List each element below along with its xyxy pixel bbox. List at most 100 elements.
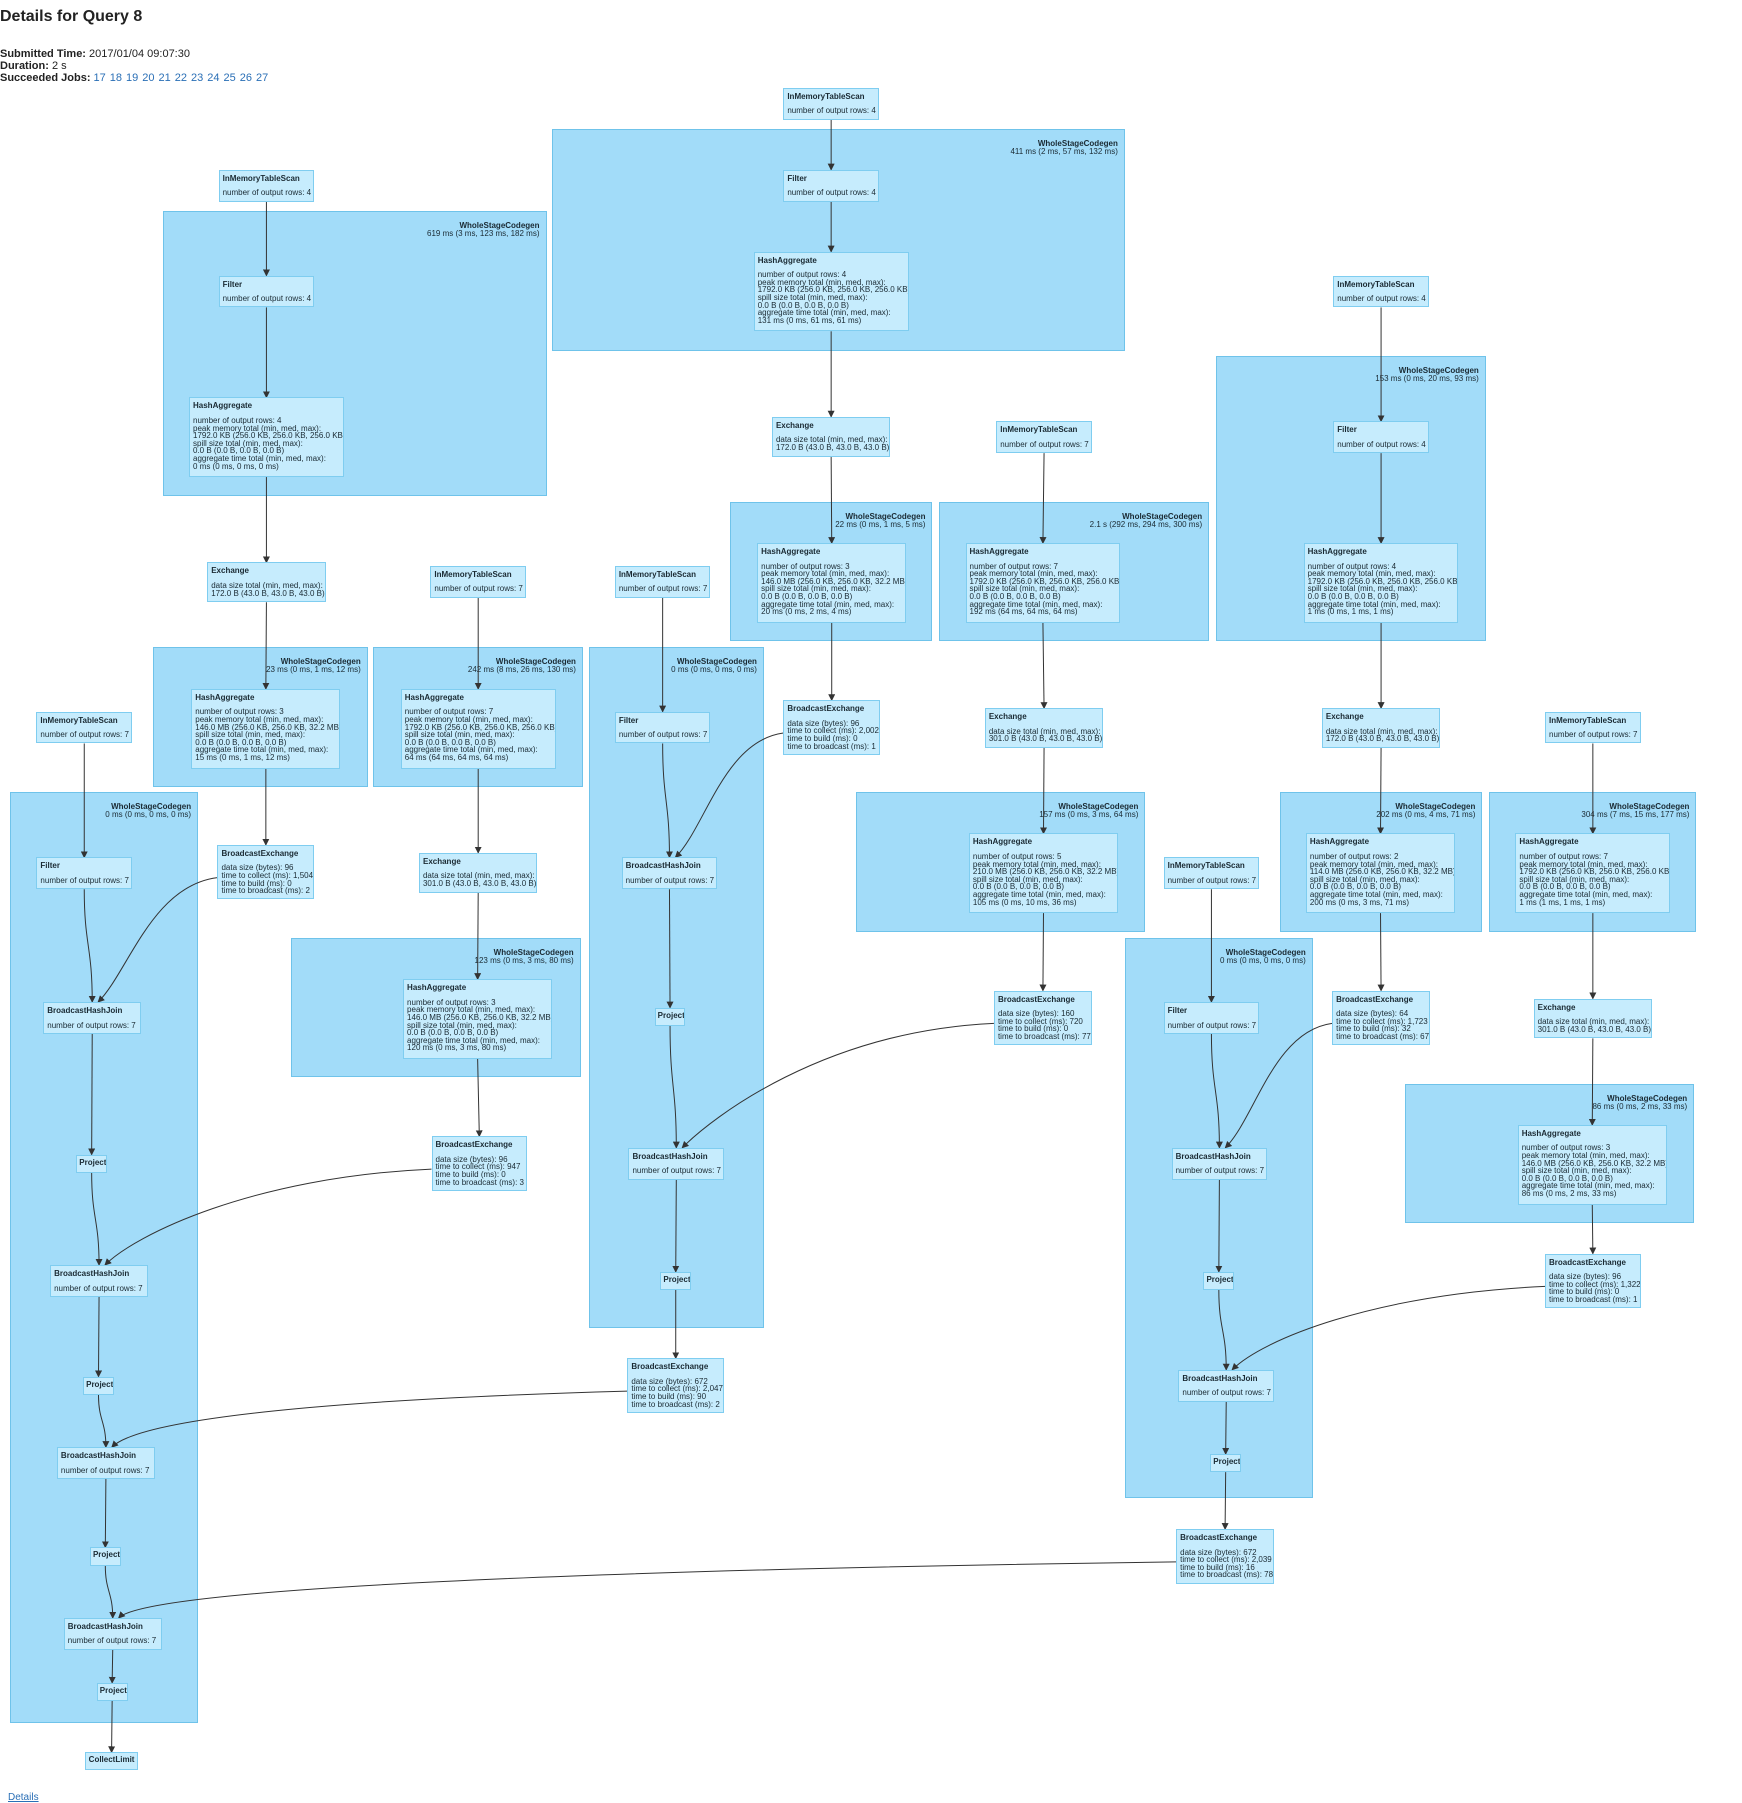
- cluster-metric: 2.1 s (292 ms, 294 ms, 300 ms): [1089, 520, 1203, 530]
- job-link-23[interactable]: 23: [191, 72, 204, 84]
- cluster-name: WholeStageCodegen: [845, 512, 926, 522]
- node-metric: 1792.0 KB (256.0 KB, 256.0 KB, 256.0 KB): [193, 431, 344, 441]
- job-link-27[interactable]: 27: [256, 72, 269, 84]
- node-name: BroadcastExchange: [1336, 994, 1414, 1004]
- node-metric: 301.0 B (43.0 B, 43.0 B, 43.0 B): [988, 734, 1103, 744]
- node-metric: data size (bytes): 96: [1549, 1272, 1622, 1282]
- node-metric: number of output rows: 4: [222, 188, 312, 198]
- job-link-25[interactable]: 25: [223, 72, 236, 84]
- node-metric: data size total (min, med, max):: [775, 435, 888, 445]
- plan-node-project[interactable]: Project: [1203, 1271, 1235, 1290]
- node-metric: 1792.0 KB (256.0 KB, 256.0 KB, 256.0 KB): [404, 722, 556, 732]
- job-link-21[interactable]: 21: [158, 72, 171, 84]
- plan-node-project[interactable]: Project: [83, 1376, 114, 1395]
- edge-n20-n28: [674, 732, 784, 859]
- plan-node-project[interactable]: Project: [76, 1154, 108, 1173]
- cluster-metric: 304 ms (7 ms, 15 ms, 177 ms): [1581, 810, 1690, 820]
- node-name: BroadcastExchange: [997, 994, 1075, 1004]
- node-metric: time to broadcast (ms): 3: [435, 1177, 524, 1187]
- job-link-22[interactable]: 22: [174, 72, 188, 84]
- plan-node-project[interactable]: Project: [89, 1547, 121, 1566]
- node-metric: time to collect (ms): 947: [435, 1162, 521, 1172]
- node-metric: aggregate time total (min, med, max):: [972, 889, 1106, 899]
- job-link-20[interactable]: 20: [142, 72, 155, 84]
- cluster-metric: 86 ms (0 ms, 2 ms, 33 ms): [1592, 1101, 1688, 1111]
- plan-node-project[interactable]: Project: [96, 1682, 128, 1701]
- node-name: InMemoryTableScan: [618, 569, 697, 579]
- plan-node-collectlimit[interactable]: CollectLimit: [85, 1752, 138, 1771]
- node-metric: aggregate time total (min, med, max):: [193, 453, 326, 463]
- node-metric: time to broadcast (ms): 2: [631, 1399, 720, 1409]
- edge-n36-n42: [681, 1022, 994, 1149]
- cluster-metric: 23 ms (0 ms, 1 ms, 12 ms): [266, 664, 361, 674]
- plan-node-project[interactable]: Project: [660, 1271, 692, 1290]
- job-link-26[interactable]: 26: [239, 72, 253, 84]
- plan-node-project[interactable]: Project: [1210, 1453, 1242, 1473]
- node-metric: data size (bytes): 160: [997, 1009, 1075, 1019]
- edge-n29-n36: [1039, 913, 1047, 992]
- plan-node-project[interactable]: Project: [654, 1007, 686, 1026]
- node-name: HashAggregate: [757, 255, 817, 265]
- job-link-17[interactable]: 17: [93, 72, 106, 84]
- node-name: Project: [92, 1550, 121, 1560]
- details-link[interactable]: Details: [8, 1792, 39, 1803]
- node-metric: number of output rows: 7: [1167, 875, 1257, 885]
- job-link-19[interactable]: 19: [126, 72, 139, 84]
- job-link-24[interactable]: 24: [207, 72, 220, 84]
- node-metric: 0.0 B (0.0 B, 0.0 B, 0.0 B): [969, 592, 1061, 602]
- job-link-18[interactable]: 18: [109, 72, 123, 84]
